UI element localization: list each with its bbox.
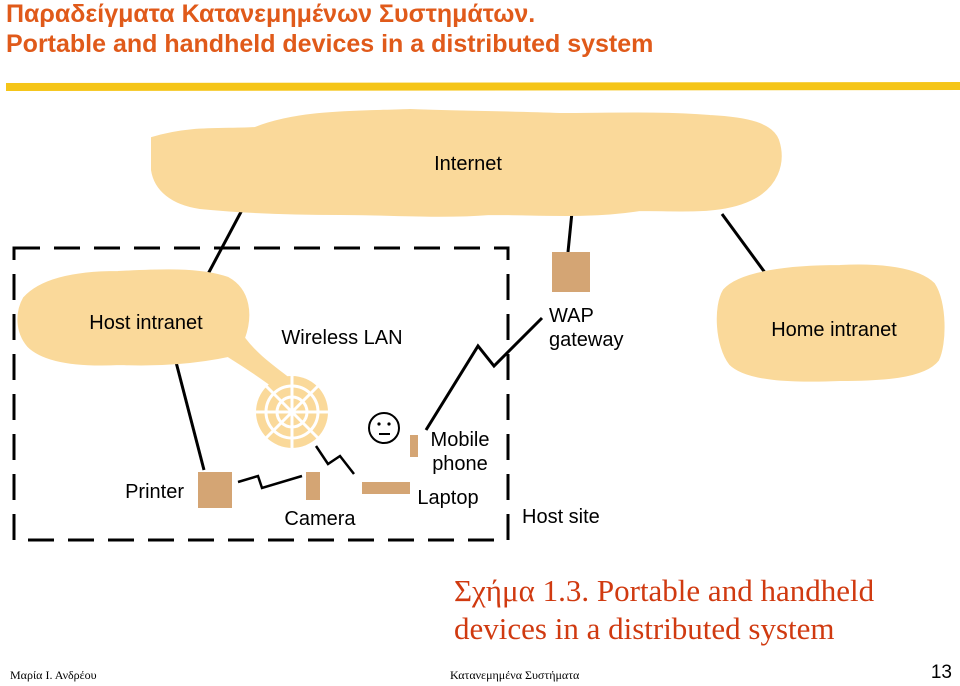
link-host-intranet-printer: [174, 361, 206, 471]
laptop-label: Laptop: [417, 487, 478, 509]
link-internet-wap: [566, 211, 574, 253]
user-face-icon: [368, 412, 400, 444]
home-intranet-label: Home intranet: [771, 319, 897, 341]
figure-caption-line2: devices in a distributed system: [454, 611, 835, 646]
link-internet-host-intranet: [206, 209, 244, 275]
page-number: 13: [930, 662, 952, 683]
host-site-label: Host site: [522, 506, 600, 528]
mobile-phone-label-line2: phone: [432, 453, 488, 475]
slide-title-english: Portable and handheld devices in a distr…: [6, 30, 654, 58]
title-underline: [6, 82, 960, 91]
link-printer-camera: [237, 474, 303, 490]
camera-label: Camera: [284, 508, 356, 530]
wireless-lan-label: Wireless LAN: [281, 327, 402, 349]
home-intranet-cloud: [716, 264, 945, 382]
wap-gateway-device: [552, 252, 590, 292]
laptop-device: [362, 482, 410, 494]
wap-gateway-label-line1: WAP: [549, 305, 594, 327]
wireless-lan-antenna-icon: [254, 374, 330, 450]
internet-cloud: [151, 108, 782, 217]
host-intranet-label: Host intranet: [89, 312, 203, 334]
mobile-phone-label-line1: Mobile: [431, 429, 490, 451]
link-wireless-laptop: [314, 445, 355, 475]
footer-course: Κατανεμημένα Συστήματα: [450, 668, 580, 682]
printer-device: [198, 472, 232, 508]
host-site-boundary: [12, 246, 510, 542]
figure-caption-line1: Σχήμα 1.3. Portable and handheld: [454, 573, 875, 608]
slide-title-greek: Παραδείγματα Κατανεμημένων Συστημάτων.: [6, 0, 536, 28]
mobile-phone-device: [410, 435, 418, 457]
figure-caption: Σχήμα 1.3. Portable and handheld devices…: [454, 572, 874, 648]
link-internet-home-intranet: [720, 213, 768, 275]
footer-author: Μαρία Ι. Ανδρέου: [10, 668, 97, 682]
camera-device: [306, 472, 320, 500]
link-wap-mobile-phone: [424, 316, 544, 431]
internet-label: Internet: [434, 153, 502, 175]
printer-label: Printer: [125, 481, 184, 503]
wap-gateway-label-line2: gateway: [549, 329, 624, 351]
